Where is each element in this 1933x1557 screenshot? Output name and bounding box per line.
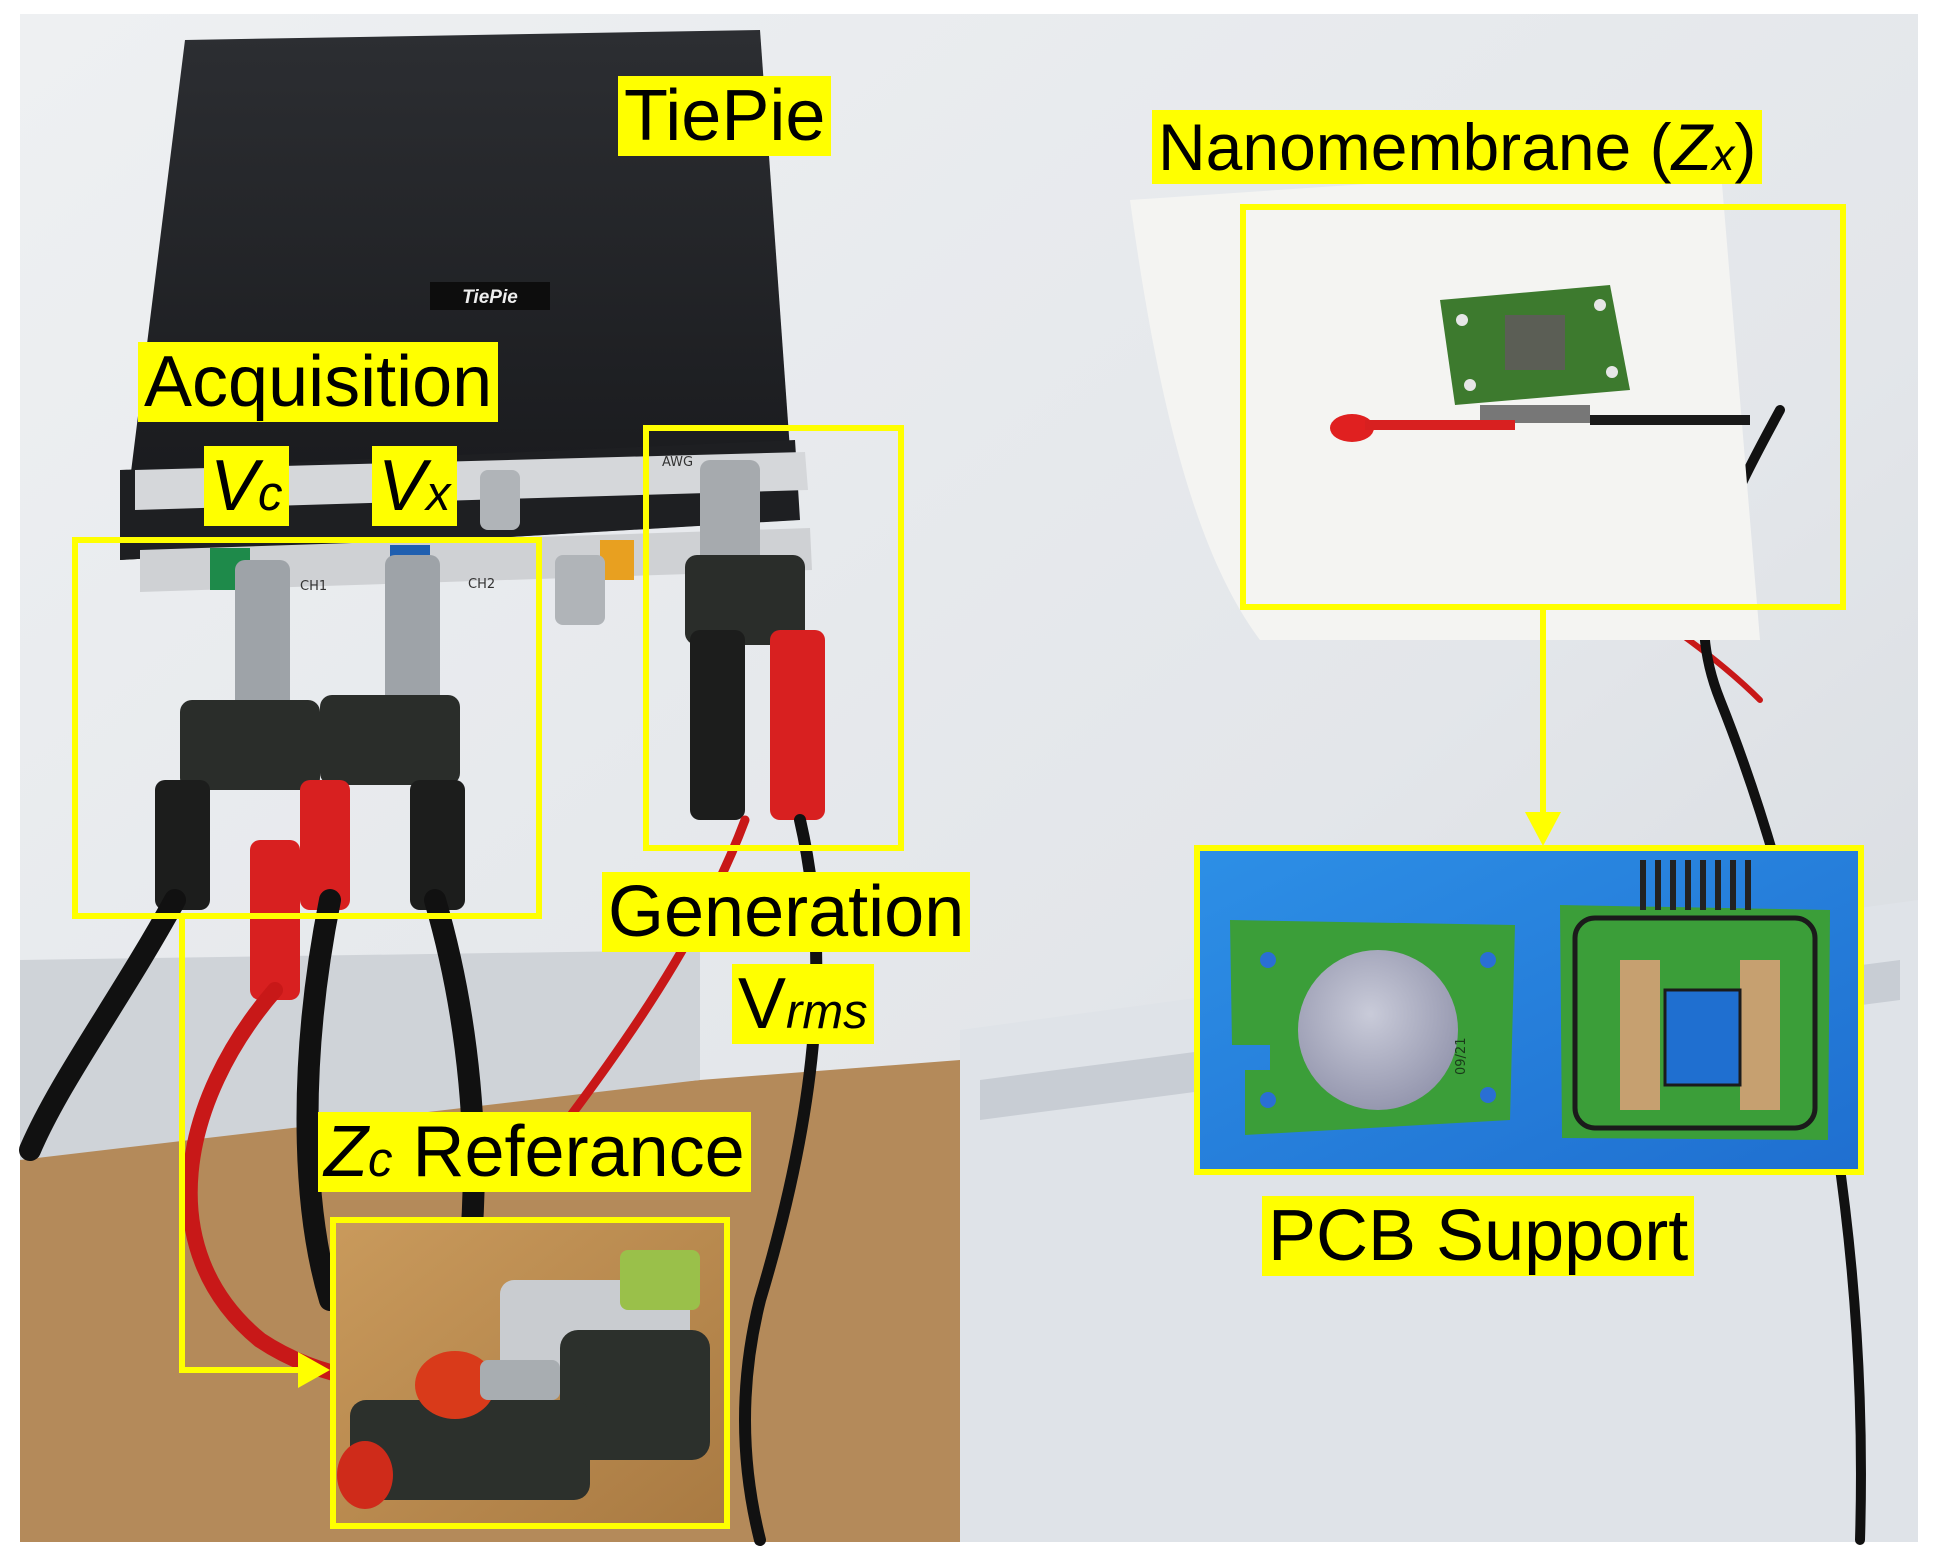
arrow-down-icon <box>1525 610 1561 846</box>
acquisition-box <box>72 537 542 919</box>
tissue-paper <box>1130 160 1760 640</box>
tiepie-logo-plate <box>430 282 550 310</box>
generation-box <box>643 425 904 851</box>
nanomembrane-box <box>1240 204 1846 610</box>
svg-text:CH2: CH2 <box>468 577 495 592</box>
svg-text:CH1: CH1 <box>300 579 327 594</box>
zc-reference-inset <box>333 1220 727 1526</box>
pcb-support-inset: 09/21 <box>1197 848 1861 1172</box>
vc-label: Vc <box>204 446 289 526</box>
highlight-boxes <box>72 204 1864 1529</box>
nanomembrane-label: Nanomembrane (Zx) <box>1152 110 1763 184</box>
nanomembrane-chip <box>1330 285 1750 442</box>
vrms-label: Vrms <box>732 964 874 1044</box>
bnc-connectors-acquisition <box>155 555 465 1000</box>
zc-reference-box <box>330 1217 730 1529</box>
tiepie-logo-text: TiePie <box>462 287 518 308</box>
zc-reference-label: Zc Referance <box>318 1112 751 1192</box>
arrow-right-icon <box>179 918 330 1388</box>
vx-label: Vx <box>372 446 457 526</box>
svg-text:AWG: AWG <box>662 455 693 470</box>
tiepie-label: TiePie <box>618 76 832 156</box>
pcb-support-box <box>1194 845 1864 1175</box>
pcb-support-label: PCB Support <box>1262 1196 1695 1276</box>
svg-text:09/21: 09/21 <box>1454 1038 1469 1075</box>
bnc-connector-generation <box>685 460 825 820</box>
acquisition-label: Acquisition <box>138 342 499 422</box>
generation-label: Generation <box>602 872 971 952</box>
